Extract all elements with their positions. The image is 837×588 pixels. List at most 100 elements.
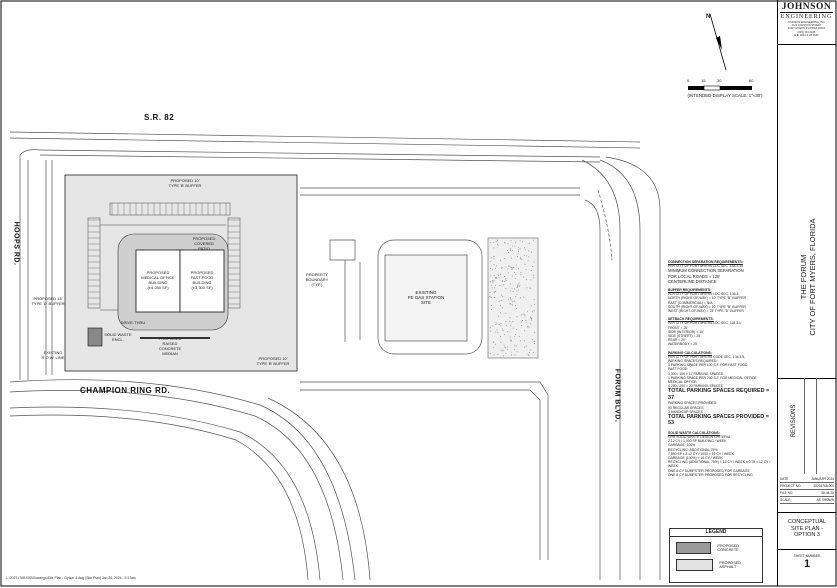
building-b bbox=[179, 249, 225, 313]
speckle-dot bbox=[519, 248, 521, 250]
speckle-dot bbox=[515, 264, 517, 266]
speckle-dot bbox=[497, 353, 499, 355]
speckle-dot bbox=[505, 266, 507, 268]
speckle-dot bbox=[528, 354, 530, 356]
speckle-dot bbox=[510, 268, 512, 270]
speckle-dot bbox=[532, 266, 534, 268]
speckle-dot bbox=[500, 312, 502, 314]
company-address: JOHNSON ENGINEERING, INC. 2122 JOHNSON S… bbox=[787, 21, 826, 37]
speckle-dot bbox=[508, 252, 510, 254]
speckle-dot bbox=[521, 325, 523, 327]
building-a bbox=[135, 249, 181, 313]
speckle-dot bbox=[499, 285, 501, 287]
speckle-dot bbox=[491, 282, 493, 284]
speckle-dot bbox=[504, 242, 506, 244]
speckle-dot bbox=[496, 329, 498, 331]
speckle-dot bbox=[507, 298, 509, 300]
project-title: THE FORUM CITY OF FORT MYERS, FLORIDA bbox=[799, 202, 817, 352]
speckle-dot bbox=[493, 258, 495, 260]
speckle-dot bbox=[503, 284, 505, 286]
notes-line: 1 PARKING SPACE PER 100 S.F. FOR FAST FO… bbox=[668, 363, 748, 368]
speckle-dot bbox=[497, 315, 499, 317]
speckle-dot bbox=[507, 331, 509, 333]
speckle-dot bbox=[501, 281, 503, 283]
speckle-dot bbox=[511, 268, 513, 270]
sr82-label: S.R. 82 bbox=[144, 113, 175, 122]
speckle-dot bbox=[527, 260, 529, 262]
speckle-dot bbox=[509, 336, 511, 338]
speckle-dot bbox=[530, 323, 532, 325]
speckle-dot bbox=[530, 287, 532, 289]
legend: LEGEND PROPOSED CONCRETE PROPOSED ASPHAL… bbox=[669, 528, 763, 583]
speckle-dot bbox=[506, 249, 508, 251]
speckle-dot bbox=[516, 316, 518, 318]
speckle-dot bbox=[510, 290, 512, 292]
speckle-dot bbox=[495, 277, 497, 279]
notes-line: MEDICAL OFFICE: bbox=[668, 380, 698, 385]
speckle-dot bbox=[530, 316, 532, 318]
sheet-title: CONCEPTUAL SITE PLAN - OPTION 3 bbox=[787, 519, 827, 539]
speckle-dot bbox=[520, 321, 522, 323]
landscape-island bbox=[489, 239, 536, 357]
speckle-dot bbox=[530, 305, 532, 307]
speckle-dot bbox=[493, 247, 495, 249]
champion-road bbox=[9, 379, 371, 581]
title-block: JOHNSON ENGINEERING JOHNSON ENGINEERING,… bbox=[777, 0, 836, 586]
parking-provided-total: TOTAL PARKING SPACES PROVIDED = 53 bbox=[668, 413, 769, 427]
speckle-dot bbox=[528, 250, 530, 252]
speckle-dot bbox=[509, 283, 511, 285]
speckle-dot bbox=[495, 284, 497, 286]
speckle-dot bbox=[494, 267, 496, 269]
sheet-number-label: SHEET NUMBER bbox=[793, 554, 821, 558]
notes-heading-parking: PARKING CALCULATIONS: bbox=[668, 350, 712, 355]
speckle-dot bbox=[503, 349, 505, 351]
speckle-dot bbox=[493, 274, 495, 276]
speckle-dot bbox=[519, 297, 521, 299]
speckle-dot bbox=[528, 242, 530, 244]
notes-line: GARBAGE: 100% bbox=[668, 443, 696, 448]
champion-road-label: CHAMPION RING RD. bbox=[80, 386, 171, 395]
speckle-dot bbox=[495, 240, 497, 242]
date-value: JANUARY 2024 bbox=[811, 477, 834, 481]
speckle-dot bbox=[518, 249, 520, 251]
speckle-dot bbox=[502, 307, 504, 309]
speckle-dot bbox=[518, 282, 520, 284]
notes-line: PARKING SPACES REQUIRED: bbox=[668, 359, 718, 364]
speckle-dot bbox=[501, 350, 503, 352]
speckle-dot bbox=[502, 330, 504, 332]
existing-gas-label: EXISTING FE GAS STATION SITE bbox=[407, 290, 445, 305]
speckle-dot bbox=[528, 256, 530, 258]
speckle-dot bbox=[516, 290, 518, 292]
speckle-dot bbox=[509, 298, 511, 300]
speckle-dot bbox=[524, 263, 526, 265]
speckle-dot bbox=[510, 325, 512, 327]
notes-line: 3 HANDICAP SPACES bbox=[668, 409, 703, 414]
legend-concrete-label: PROPOSED CONCRETE bbox=[717, 544, 739, 552]
speckle-dot bbox=[516, 328, 518, 330]
speckle-dot bbox=[531, 319, 533, 321]
notes-line: 50 REGULAR SPACES bbox=[668, 405, 704, 410]
speckle-dot bbox=[525, 269, 527, 271]
property-boundary-label: PROPERTY BOUNDARY (TYP.) bbox=[305, 272, 329, 287]
speckle-dot bbox=[503, 242, 505, 244]
raised-median-label: PROPOSED RAISED CONCRETE MEDIAN bbox=[158, 336, 182, 356]
file-no-label: FILE NO. bbox=[780, 491, 794, 495]
buffer-bottom-label: PROPOSED 10' TYPE 'B' BUFFER bbox=[256, 356, 290, 366]
speckle-dot bbox=[525, 319, 527, 321]
speckle-dot bbox=[532, 352, 534, 354]
notes-line: 7,550 SF x 2.12 CY / 1000 = 16 CY / WEEK bbox=[668, 451, 734, 456]
speckle-dot bbox=[530, 251, 532, 253]
speckle-dot bbox=[533, 239, 535, 241]
speckle-dot bbox=[515, 273, 517, 275]
speckle-dot bbox=[514, 245, 516, 247]
speckle-dot bbox=[493, 291, 495, 293]
speckle-dot bbox=[513, 288, 515, 290]
drive-thru-label: DRIVE-THRU bbox=[120, 320, 146, 325]
speckle-dot bbox=[517, 253, 519, 255]
speckle-dot bbox=[510, 351, 512, 353]
building-b-label: PROPOSED FAST-FOOD BUILDING (±3,300 SF) bbox=[190, 270, 214, 290]
speckle-dot bbox=[512, 304, 514, 306]
speckle-dot bbox=[528, 351, 530, 353]
speckle-dot bbox=[514, 277, 516, 279]
